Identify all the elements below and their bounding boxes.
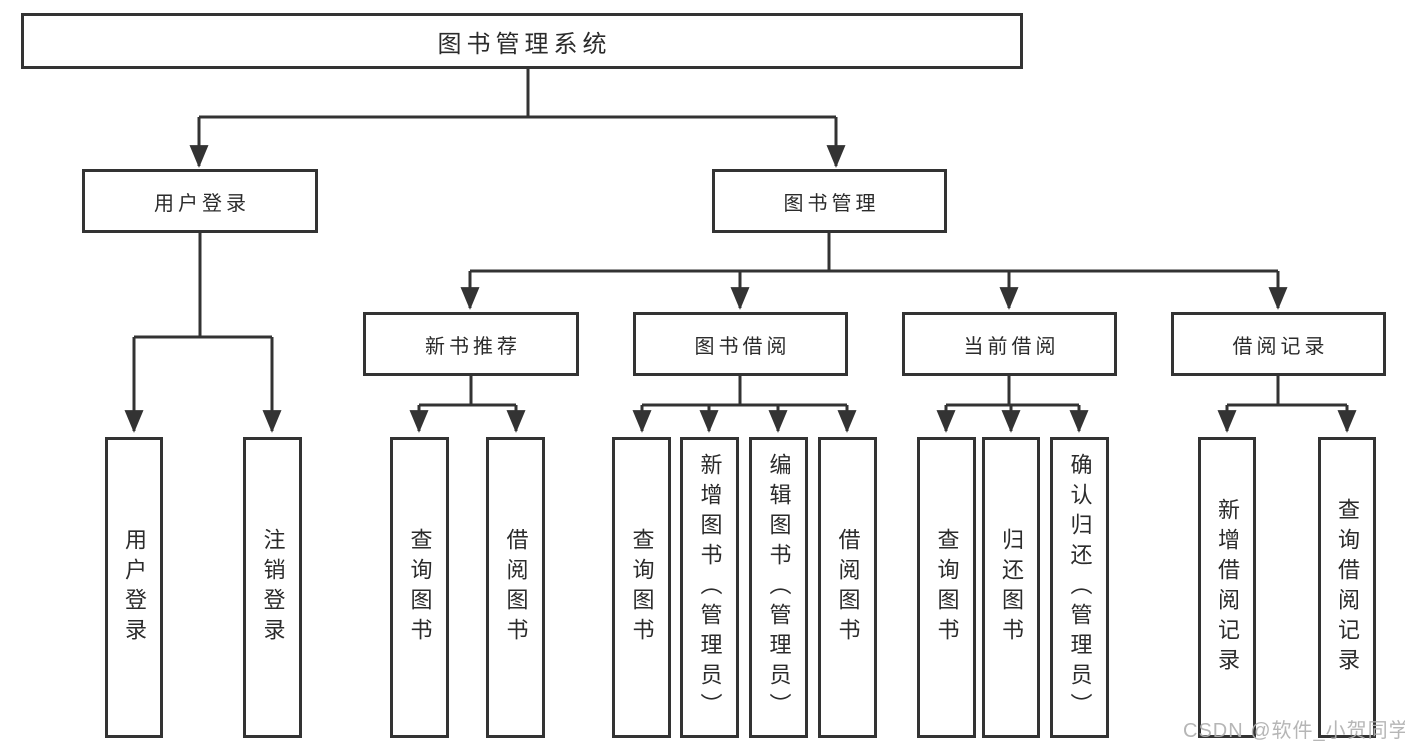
leaf-records-add-record: 新增借阅记录: [1198, 437, 1256, 738]
node-root-system: 图书管理系统: [21, 13, 1023, 69]
leaf-borrow-add-books-admin: 新增图书（管理员）: [680, 437, 739, 738]
leaf-borrow-query-books: 查询图书: [612, 437, 671, 738]
leaf-borrow-edit-books-admin: 编辑图书（管理员）: [749, 437, 808, 738]
leaf-current-return-books: 归还图书: [982, 437, 1040, 738]
csdn-watermark: CSDN @软件_小贺同学: [1183, 720, 1405, 742]
node-current-borrow: 当前借阅: [902, 312, 1117, 376]
node-user-login: 用户登录: [82, 169, 318, 233]
node-book-management: 图书管理: [712, 169, 947, 233]
leaf-logout: 注销登录: [243, 437, 302, 738]
leaf-user-login: 用户登录: [105, 437, 163, 738]
node-new-book-recommend: 新书推荐: [363, 312, 579, 376]
leaf-records-query-record: 查询借阅记录: [1318, 437, 1376, 738]
leaf-current-query-books: 查询图书: [917, 437, 976, 738]
node-borrow-records: 借阅记录: [1171, 312, 1386, 376]
leaf-recommend-borrow-books: 借阅图书: [486, 437, 545, 738]
leaf-recommend-query-books: 查询图书: [390, 437, 449, 738]
leaf-current-confirm-return-admin: 确认归还（管理员）: [1050, 437, 1109, 738]
leaf-borrow-borrow-books: 借阅图书: [818, 437, 877, 738]
node-book-borrow: 图书借阅: [633, 312, 848, 376]
